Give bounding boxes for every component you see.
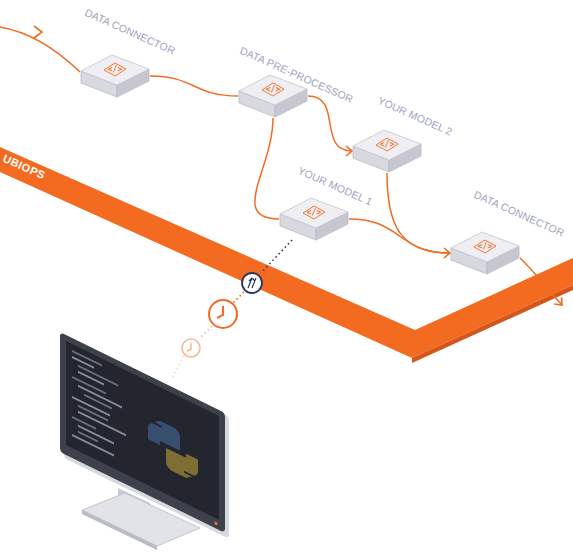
flow-connector (349, 219, 450, 253)
code-line (72, 356, 94, 369)
power-light (214, 521, 217, 526)
clock-icon (209, 300, 237, 328)
code-icon: </> (377, 139, 397, 151)
component-box: DATA CONNECTOR</> (80, 54, 150, 98)
python-logo-blue (148, 415, 180, 455)
clock-hands (217, 306, 223, 318)
python-logo-yellow (166, 444, 198, 484)
python-logo (148, 415, 198, 484)
icon-frame (376, 138, 398, 151)
sync-icon (242, 273, 262, 293)
dotted-link (172, 356, 184, 378)
monitor (60, 332, 229, 539)
component-label: DATA CONNECTOR (472, 188, 566, 239)
clock-icon (182, 339, 200, 357)
icon-frame (104, 63, 126, 76)
code-icon: </> (263, 84, 283, 96)
iso-box (279, 197, 349, 241)
code-line (78, 425, 114, 445)
flow-connector (255, 118, 279, 219)
code-lines (72, 350, 126, 462)
arrow-head (34, 26, 42, 38)
code-icon: </> (475, 241, 495, 253)
component-box: YOUR MODEL 1</> (279, 197, 349, 241)
dotted-link (200, 326, 212, 338)
box-top-face (280, 198, 348, 228)
monitor-base-edge (82, 510, 157, 550)
iso-box (80, 54, 150, 98)
icon-frame (262, 83, 284, 96)
icon-frame (303, 206, 325, 219)
component-box: YOUR MODEL 2</> (352, 129, 422, 173)
code-line (78, 431, 98, 443)
monitor-bezel (60, 332, 225, 533)
iso-box (450, 231, 520, 275)
connector-layer (150, 76, 450, 253)
box-top-face (353, 130, 421, 160)
component-box: DATA CONNECTOR</> (450, 231, 520, 275)
flow-connector (387, 173, 450, 253)
iso-box (352, 129, 422, 173)
code-line (78, 371, 104, 386)
box-top-face (81, 55, 149, 85)
flow-connector (308, 96, 352, 151)
code-line (78, 385, 122, 409)
clock-hands (187, 343, 191, 351)
sync-arrows (248, 278, 256, 288)
code-icon: </> (105, 64, 125, 76)
dotted-link (232, 292, 244, 304)
code-line (72, 416, 96, 430)
monitor-screen (66, 341, 219, 520)
code-line (72, 396, 110, 417)
flow-connector (150, 76, 238, 96)
component-label: DATA CONNECTOR (83, 6, 177, 57)
code-line (84, 394, 112, 410)
box-top-face (451, 232, 519, 262)
band-edge (412, 285, 573, 363)
icon-frame (474, 240, 496, 253)
monitor-side (64, 336, 229, 539)
code-line (72, 434, 114, 457)
component-box: DATA PRE-PROCESSOR</> (238, 74, 308, 118)
code-icon: </> (304, 207, 324, 219)
input-line (0, 27, 80, 72)
dotted-link (262, 240, 292, 272)
